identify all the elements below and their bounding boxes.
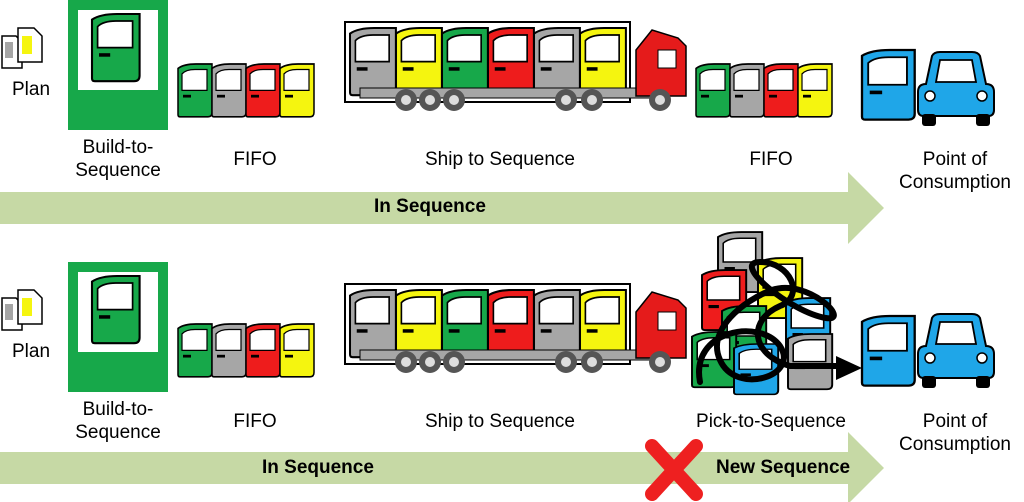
top-build-line2: Sequence (75, 160, 161, 181)
top-poc-line2: Consumption (899, 172, 1011, 193)
cross-icon (645, 439, 703, 501)
bottom-plan-label: Plan (11, 341, 51, 362)
top-flow-arrow (0, 172, 884, 244)
bottom-point-of-consumption-label: Point of Consumption (888, 410, 1022, 456)
top-fifo-label-2: FIFO (749, 149, 793, 170)
pick-to-sequence-label: Pick-to-Sequence (696, 411, 846, 432)
top-build-to-sequence-icon (68, 0, 168, 130)
top-build-line1: Build-to- (82, 137, 154, 158)
top-point-of-consumption-icon (860, 48, 995, 127)
bottom-poc-line2: Consumption (899, 434, 1011, 455)
bottom-poc-line1: Point of (922, 411, 988, 432)
bottom-build-to-sequence-icon (68, 262, 168, 392)
bottom-build-line2: Sequence (75, 422, 161, 443)
top-truck-icon (344, 21, 687, 111)
bottom-in-sequence-label: In Sequence (262, 457, 374, 478)
bottom-truck-icon (344, 283, 687, 373)
bottom-ship-to-sequence-label: Ship to Sequence (424, 411, 575, 432)
bottom-build-to-sequence-label: Build-to- Sequence (60, 398, 176, 444)
new-sequence-label: New Sequence (716, 457, 851, 478)
pick-to-sequence-jumbled-doors (691, 231, 862, 396)
top-fifo-door-group (177, 63, 315, 118)
top-fifo-door-group-2 (695, 63, 833, 118)
bottom-fifo-label: FIFO (233, 411, 277, 432)
bottom-build-line1: Build-to- (82, 399, 154, 420)
top-in-sequence-label: In Sequence (374, 196, 486, 217)
top-build-to-sequence-label: Build-to- Sequence (60, 136, 176, 182)
top-plan-label: Plan (11, 79, 51, 100)
top-fifo-label: FIFO (233, 149, 277, 170)
top-point-of-consumption-label: Point of Consumption (888, 148, 1022, 194)
bottom-flow-arrow (0, 432, 884, 502)
top-ship-to-sequence-label: Ship to Sequence (424, 149, 575, 170)
bottom-point-of-consumption-icon (860, 313, 995, 389)
top-plan-document-stack-icon (1, 27, 43, 69)
bottom-plan-document-stack-icon (1, 289, 43, 331)
tangled-path (696, 258, 841, 385)
bottom-fifo-door-group (177, 323, 315, 378)
top-poc-line1: Point of (922, 149, 988, 170)
